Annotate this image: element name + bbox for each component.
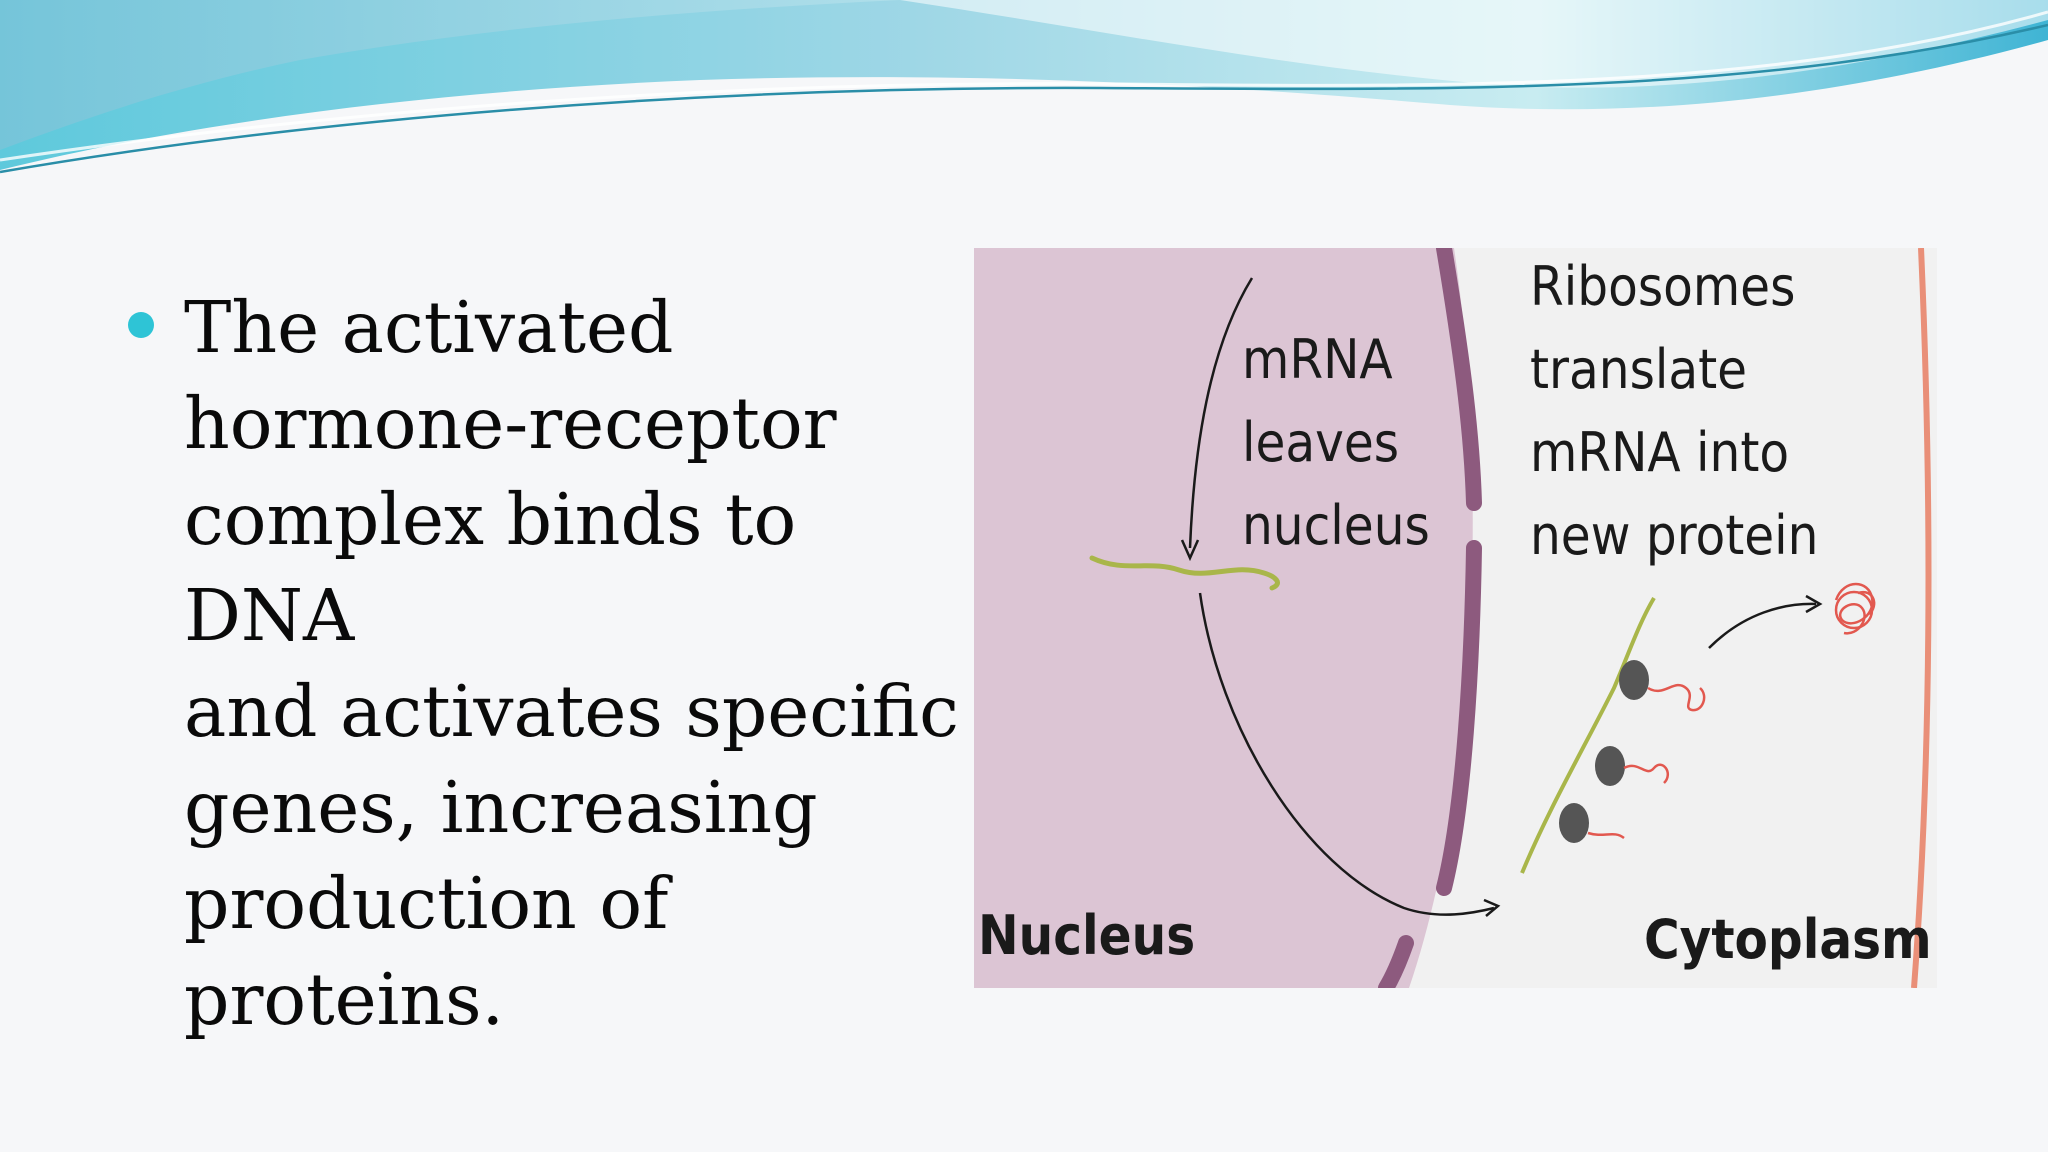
arrowhead-protein (1805, 594, 1823, 614)
nucleus-region (974, 248, 1473, 988)
bullet-text: The activated hormone-receptor complex b… (184, 286, 959, 1041)
polypeptide-3 (1587, 831, 1625, 840)
mrna-path-lower (1198, 592, 1495, 916)
nuclear-membrane-lower (1378, 935, 1414, 988)
mrna-strand-nucleus (1089, 555, 1280, 591)
polypeptide-1 (1647, 683, 1706, 712)
bullet-dot-icon (128, 312, 154, 338)
nuclear-membrane-middle (1436, 540, 1482, 896)
label-ribosomes-translate: Ribosomes translate mRNA into new protei… (1530, 255, 1818, 567)
cell-membrane (1911, 248, 1932, 988)
label-mrna-leaves: mRNA leaves nucleus (1242, 328, 1430, 557)
mrna-path-upper (1188, 277, 1254, 549)
protein-arrow (1708, 602, 1817, 649)
ribosome-2 (1595, 746, 1625, 786)
label-cytoplasm: Cytoplasm (1644, 908, 1932, 971)
folded-protein (1834, 582, 1876, 635)
ribosome-1 (1619, 660, 1649, 700)
label-nucleus: Nucleus (978, 904, 1195, 967)
header-wave-decoration (0, 0, 2048, 174)
ribosome-3 (1559, 803, 1589, 843)
cell-diagram: mRNA leaves nucleus Ribosomes translate … (974, 248, 1937, 988)
nuclear-membrane-upper (1436, 248, 1482, 511)
polypeptide-2 (1623, 763, 1670, 784)
bullet-item: The activated hormone-receptor complex b… (128, 280, 988, 1048)
cell-diagram-svg: mRNA leaves nucleus Ribosomes translate … (974, 248, 1937, 988)
arrowhead-right (1483, 898, 1501, 917)
arrowhead-down (1180, 539, 1200, 562)
mrna-strand-cytoplasm (1520, 596, 1656, 874)
